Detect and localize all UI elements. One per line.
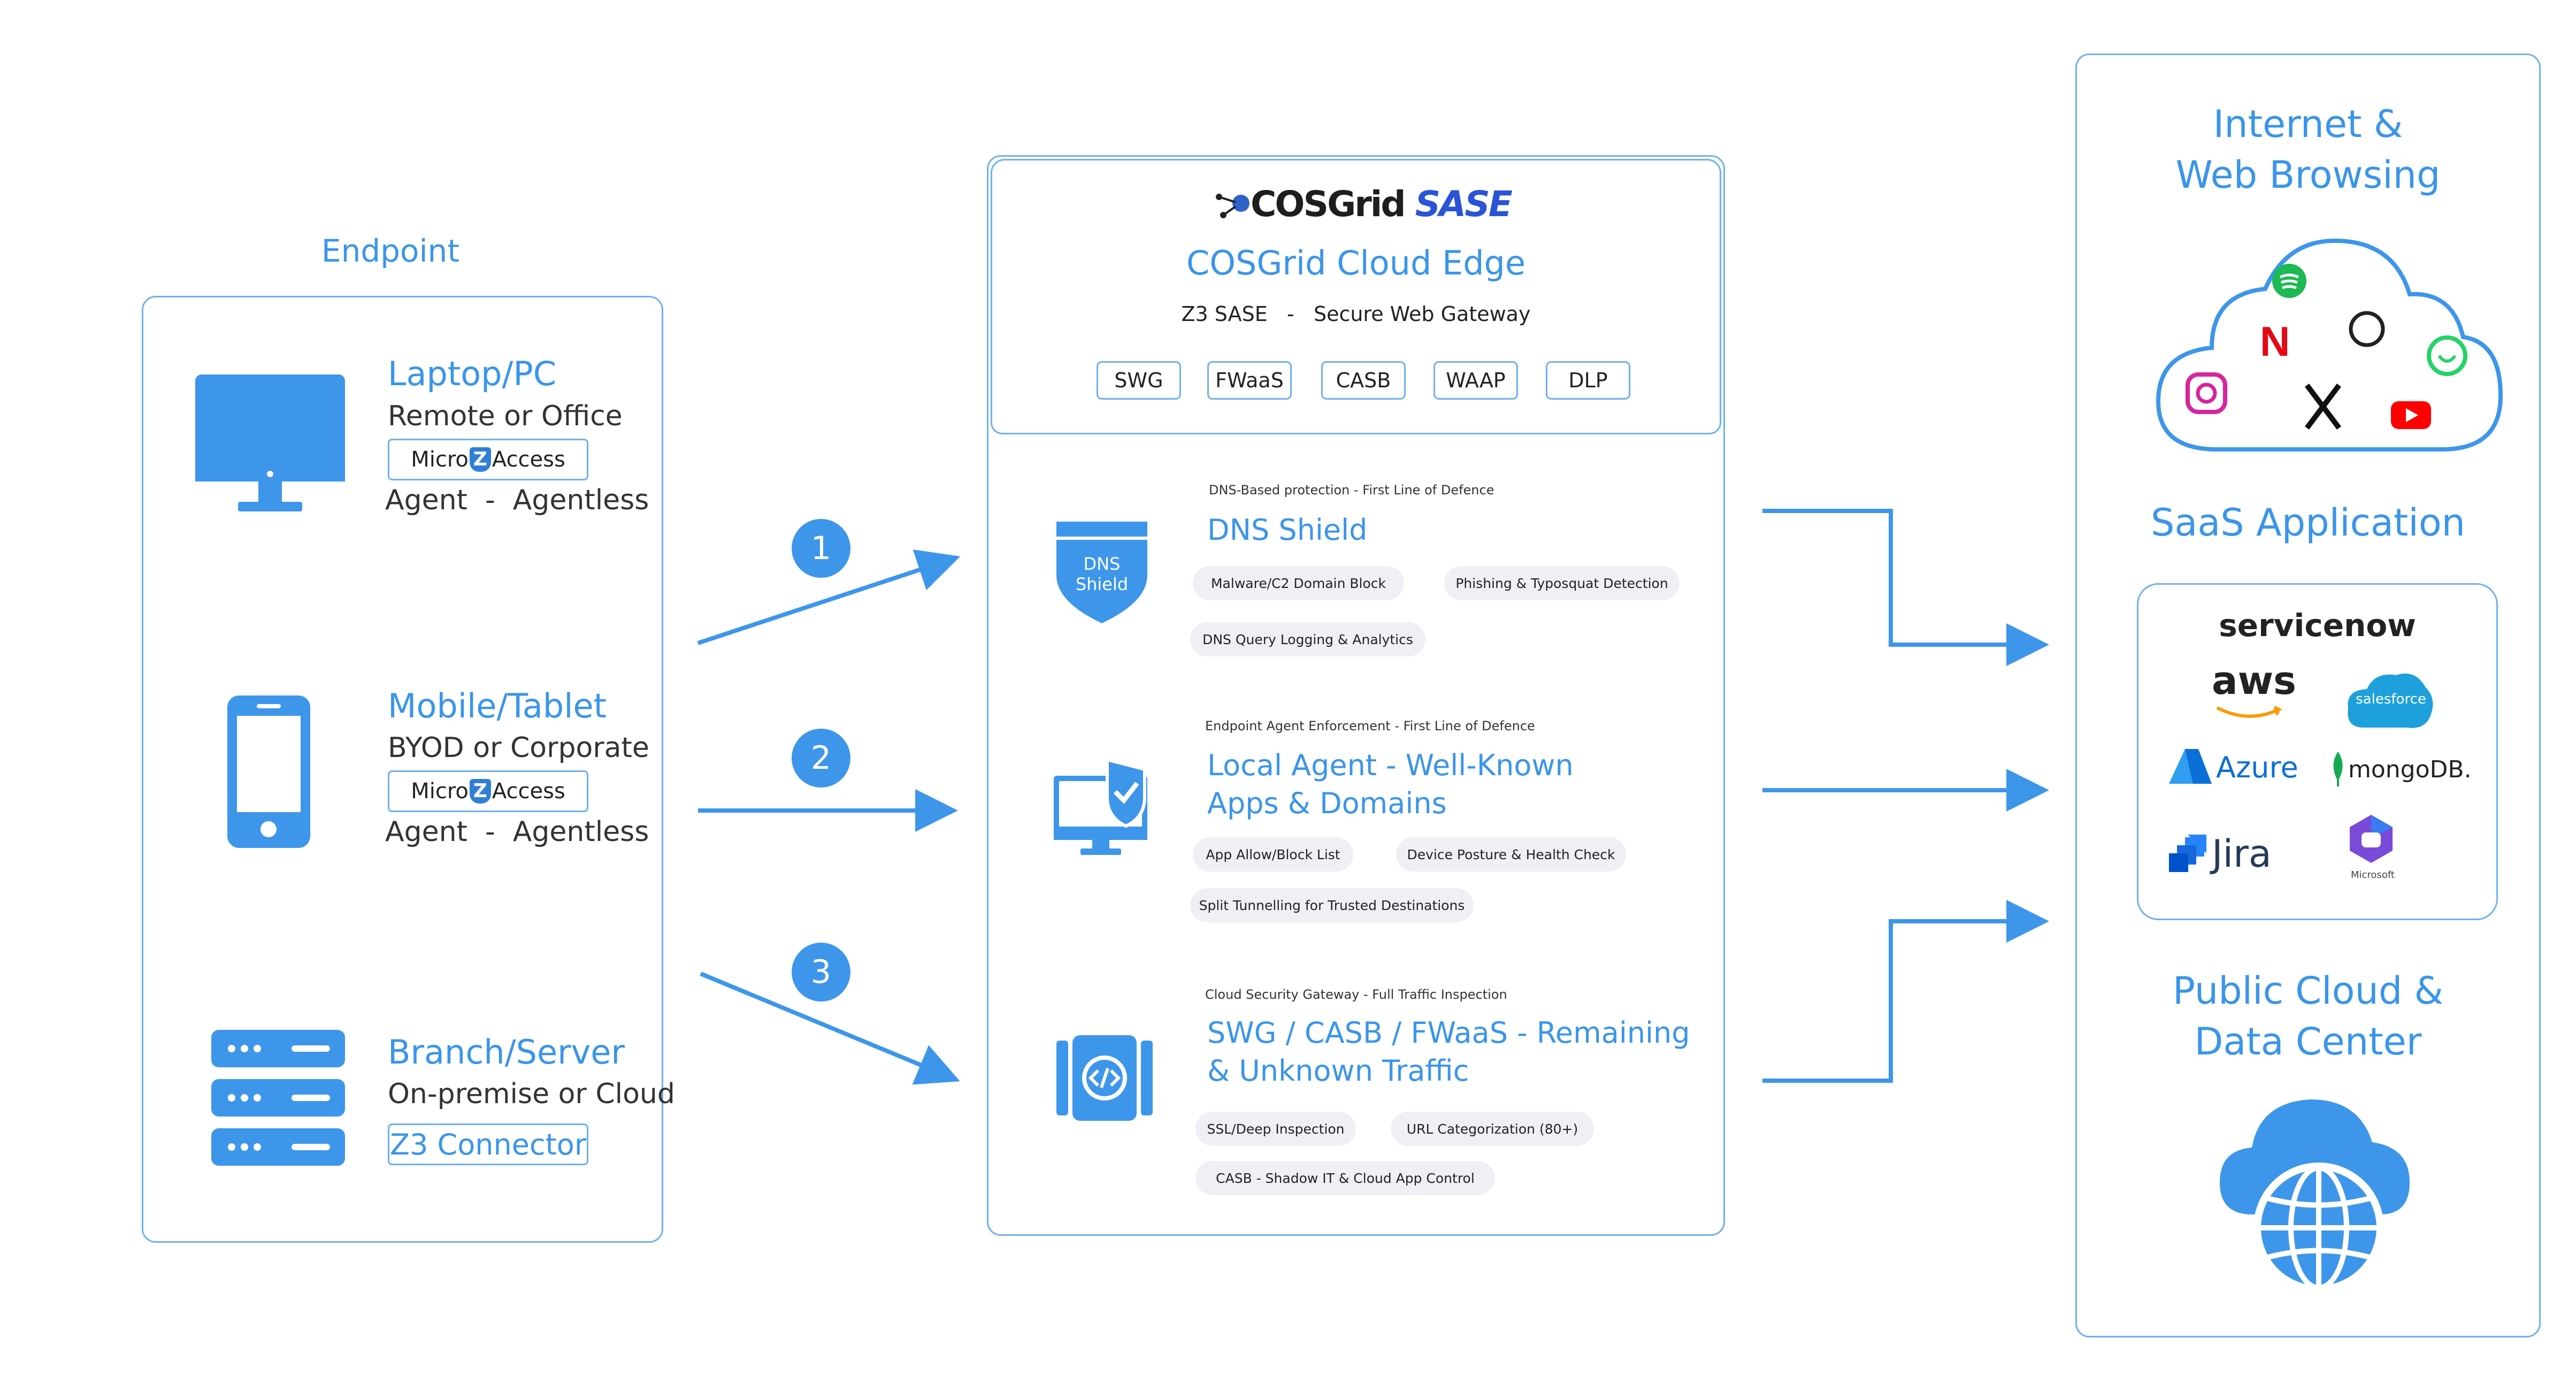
azure-icon — [2169, 749, 2212, 784]
cosgrid-logo-icon — [1216, 194, 1249, 218]
servicenow-logo: servicenow — [2219, 607, 2416, 644]
arrow-1 — [697, 549, 961, 645]
x-icon — [2305, 384, 2341, 430]
pill-url-categorization: URL Categorization (80+) — [1391, 1112, 1594, 1146]
dns-shield-icon-label: DNS Shield — [1075, 554, 1129, 594]
z-shield-icon: Z — [469, 447, 491, 472]
dns-shield-icon — [1056, 522, 1147, 623]
laptop-icon — [195, 374, 345, 511]
mobile-icon — [227, 695, 310, 848]
cosgrid-logo-text: COSGrid SASE — [1251, 184, 1513, 225]
pill-dns-logging: DNS Query Logging & Analytics — [1190, 622, 1425, 656]
internet-title-line2: Web Browsing — [2175, 152, 2441, 197]
netflix-icon: N — [2260, 318, 2290, 365]
server-icon — [211, 1030, 345, 1166]
section-caption-dns: DNS-Based protection - First Line of Def… — [1209, 483, 1494, 498]
whatsapp-icon — [2427, 335, 2467, 376]
tag-waap: WAAP — [1433, 361, 1518, 400]
aws-smile-icon — [2216, 706, 2282, 718]
cloud-globe-icon — [2220, 1099, 2410, 1293]
pill-casb-shadow-it: CASB - Shadow IT & Cloud App Control — [1195, 1161, 1495, 1195]
microsoft-365-icon — [2350, 815, 2393, 863]
microsoft-logo: Microsoft — [2351, 869, 2395, 881]
public-cloud-title: Public Cloud & Data Center — [2075, 966, 2541, 1067]
mongodb-leaf-icon — [2333, 752, 2343, 786]
arrow-3 — [700, 972, 960, 1085]
section-title-swg-line1: SWG / CASB / FWaaS - Remaining — [1207, 1016, 1690, 1050]
internet-cloud-icon: N — [2156, 238, 2503, 452]
cloud-edge-title: COSGrid Cloud Edge — [1186, 243, 1526, 282]
internet-title: Internet & Web Browsing — [2075, 99, 2541, 200]
azure-logo: Azure — [2216, 751, 2298, 784]
tag-casb: CASB — [1321, 361, 1406, 400]
microzaccess-badge-laptop: Micro Z Access — [388, 439, 588, 480]
device-subtitle-mobile: BYOD or Corporate — [388, 732, 649, 764]
instagram-icon — [2186, 372, 2227, 414]
device-subtitle-server: On-premise or Cloud — [388, 1078, 675, 1110]
pill-ssl-inspection: SSL/Deep Inspection — [1195, 1112, 1356, 1146]
section-caption-agent: Endpoint Agent Enforcement - First Line … — [1205, 718, 1535, 733]
public-cloud-title-line1: Public Cloud & — [2172, 969, 2444, 1013]
step-2-badge: 2 — [792, 729, 850, 788]
gateway-code-icon — [1056, 1035, 1153, 1121]
connector-cloud — [1762, 900, 2049, 1083]
badge-left-text: Micro — [411, 447, 469, 472]
jira-logo: Jira — [2212, 832, 2272, 876]
z3-connector-badge: Z3 Connector — [388, 1123, 588, 1165]
section-title-swg: SWG / CASB / FWaaS - Remaining & Unknown… — [1207, 1014, 1690, 1090]
salesforce-cloud-icon — [2348, 673, 2433, 728]
aws-logo: aws — [2212, 658, 2296, 703]
internet-title-line1: Internet & — [2213, 102, 2403, 146]
device-title-server: Branch/Server — [388, 1033, 625, 1072]
pill-malware-c2: Malware/C2 Domain Block — [1193, 566, 1404, 600]
connector-internet — [1762, 509, 2049, 666]
public-cloud-title-line2: Data Center — [2194, 1019, 2422, 1064]
cloud-edge-subtitle: Z3 SASE - Secure Web Gateway — [1181, 302, 1531, 326]
section-title-swg-line2: & Unknown Traffic — [1207, 1054, 1469, 1088]
openai-icon — [2349, 311, 2385, 347]
section-title-dns: DNS Shield — [1207, 513, 1368, 547]
device-title-mobile: Mobile/Tablet — [388, 686, 607, 725]
z-shield-icon: Z — [469, 779, 491, 804]
step-1-badge: 1 — [792, 519, 850, 578]
device-mode-mobile: Agent - Agentless — [385, 816, 649, 848]
badge-left-text: Micro — [411, 779, 469, 804]
section-title-agent-line1: Local Agent - Well-Known — [1207, 748, 1574, 782]
section-caption-swg: Cloud Security Gateway - Full Traffic In… — [1205, 987, 1507, 1002]
mongodb-logo: mongoDB. — [2348, 756, 2472, 783]
monitor-shield-icon — [1054, 758, 1147, 855]
logo-sase: SASE — [1415, 184, 1513, 225]
pill-device-posture: Device Posture & Health Check — [1396, 837, 1626, 872]
saas-title: SaaS Application — [2150, 501, 2466, 545]
tag-swg: SWG — [1097, 361, 1181, 400]
badge-right-text: Access — [492, 447, 565, 472]
pill-split-tunnelling: Split Tunnelling for Trusted Destination… — [1190, 888, 1474, 922]
logo-cosgrid: COSGrid — [1251, 184, 1406, 225]
endpoint-title: Endpoint — [321, 233, 460, 269]
badge-right-text: Access — [492, 779, 565, 804]
jira-icon — [2169, 835, 2206, 872]
device-subtitle-laptop: Remote or Office — [388, 400, 623, 432]
tag-fwaas: FWaaS — [1207, 361, 1292, 400]
step-3-badge: 3 — [792, 943, 850, 1002]
device-title-laptop: Laptop/PC — [388, 354, 557, 393]
salesforce-logo: salesforce — [2356, 691, 2426, 707]
section-title-agent: Local Agent - Well-Known Apps & Domains — [1207, 746, 1574, 823]
tag-dlp: DLP — [1546, 361, 1630, 400]
device-mode-laptop: Agent - Agentless — [385, 484, 649, 516]
pill-app-allow: App Allow/Block List — [1193, 837, 1353, 872]
pill-phishing: Phishing & Typosquat Detection — [1444, 566, 1680, 600]
microzaccess-badge-mobile: Micro Z Access — [388, 770, 588, 812]
section-title-agent-line2: Apps & Domains — [1207, 786, 1447, 821]
